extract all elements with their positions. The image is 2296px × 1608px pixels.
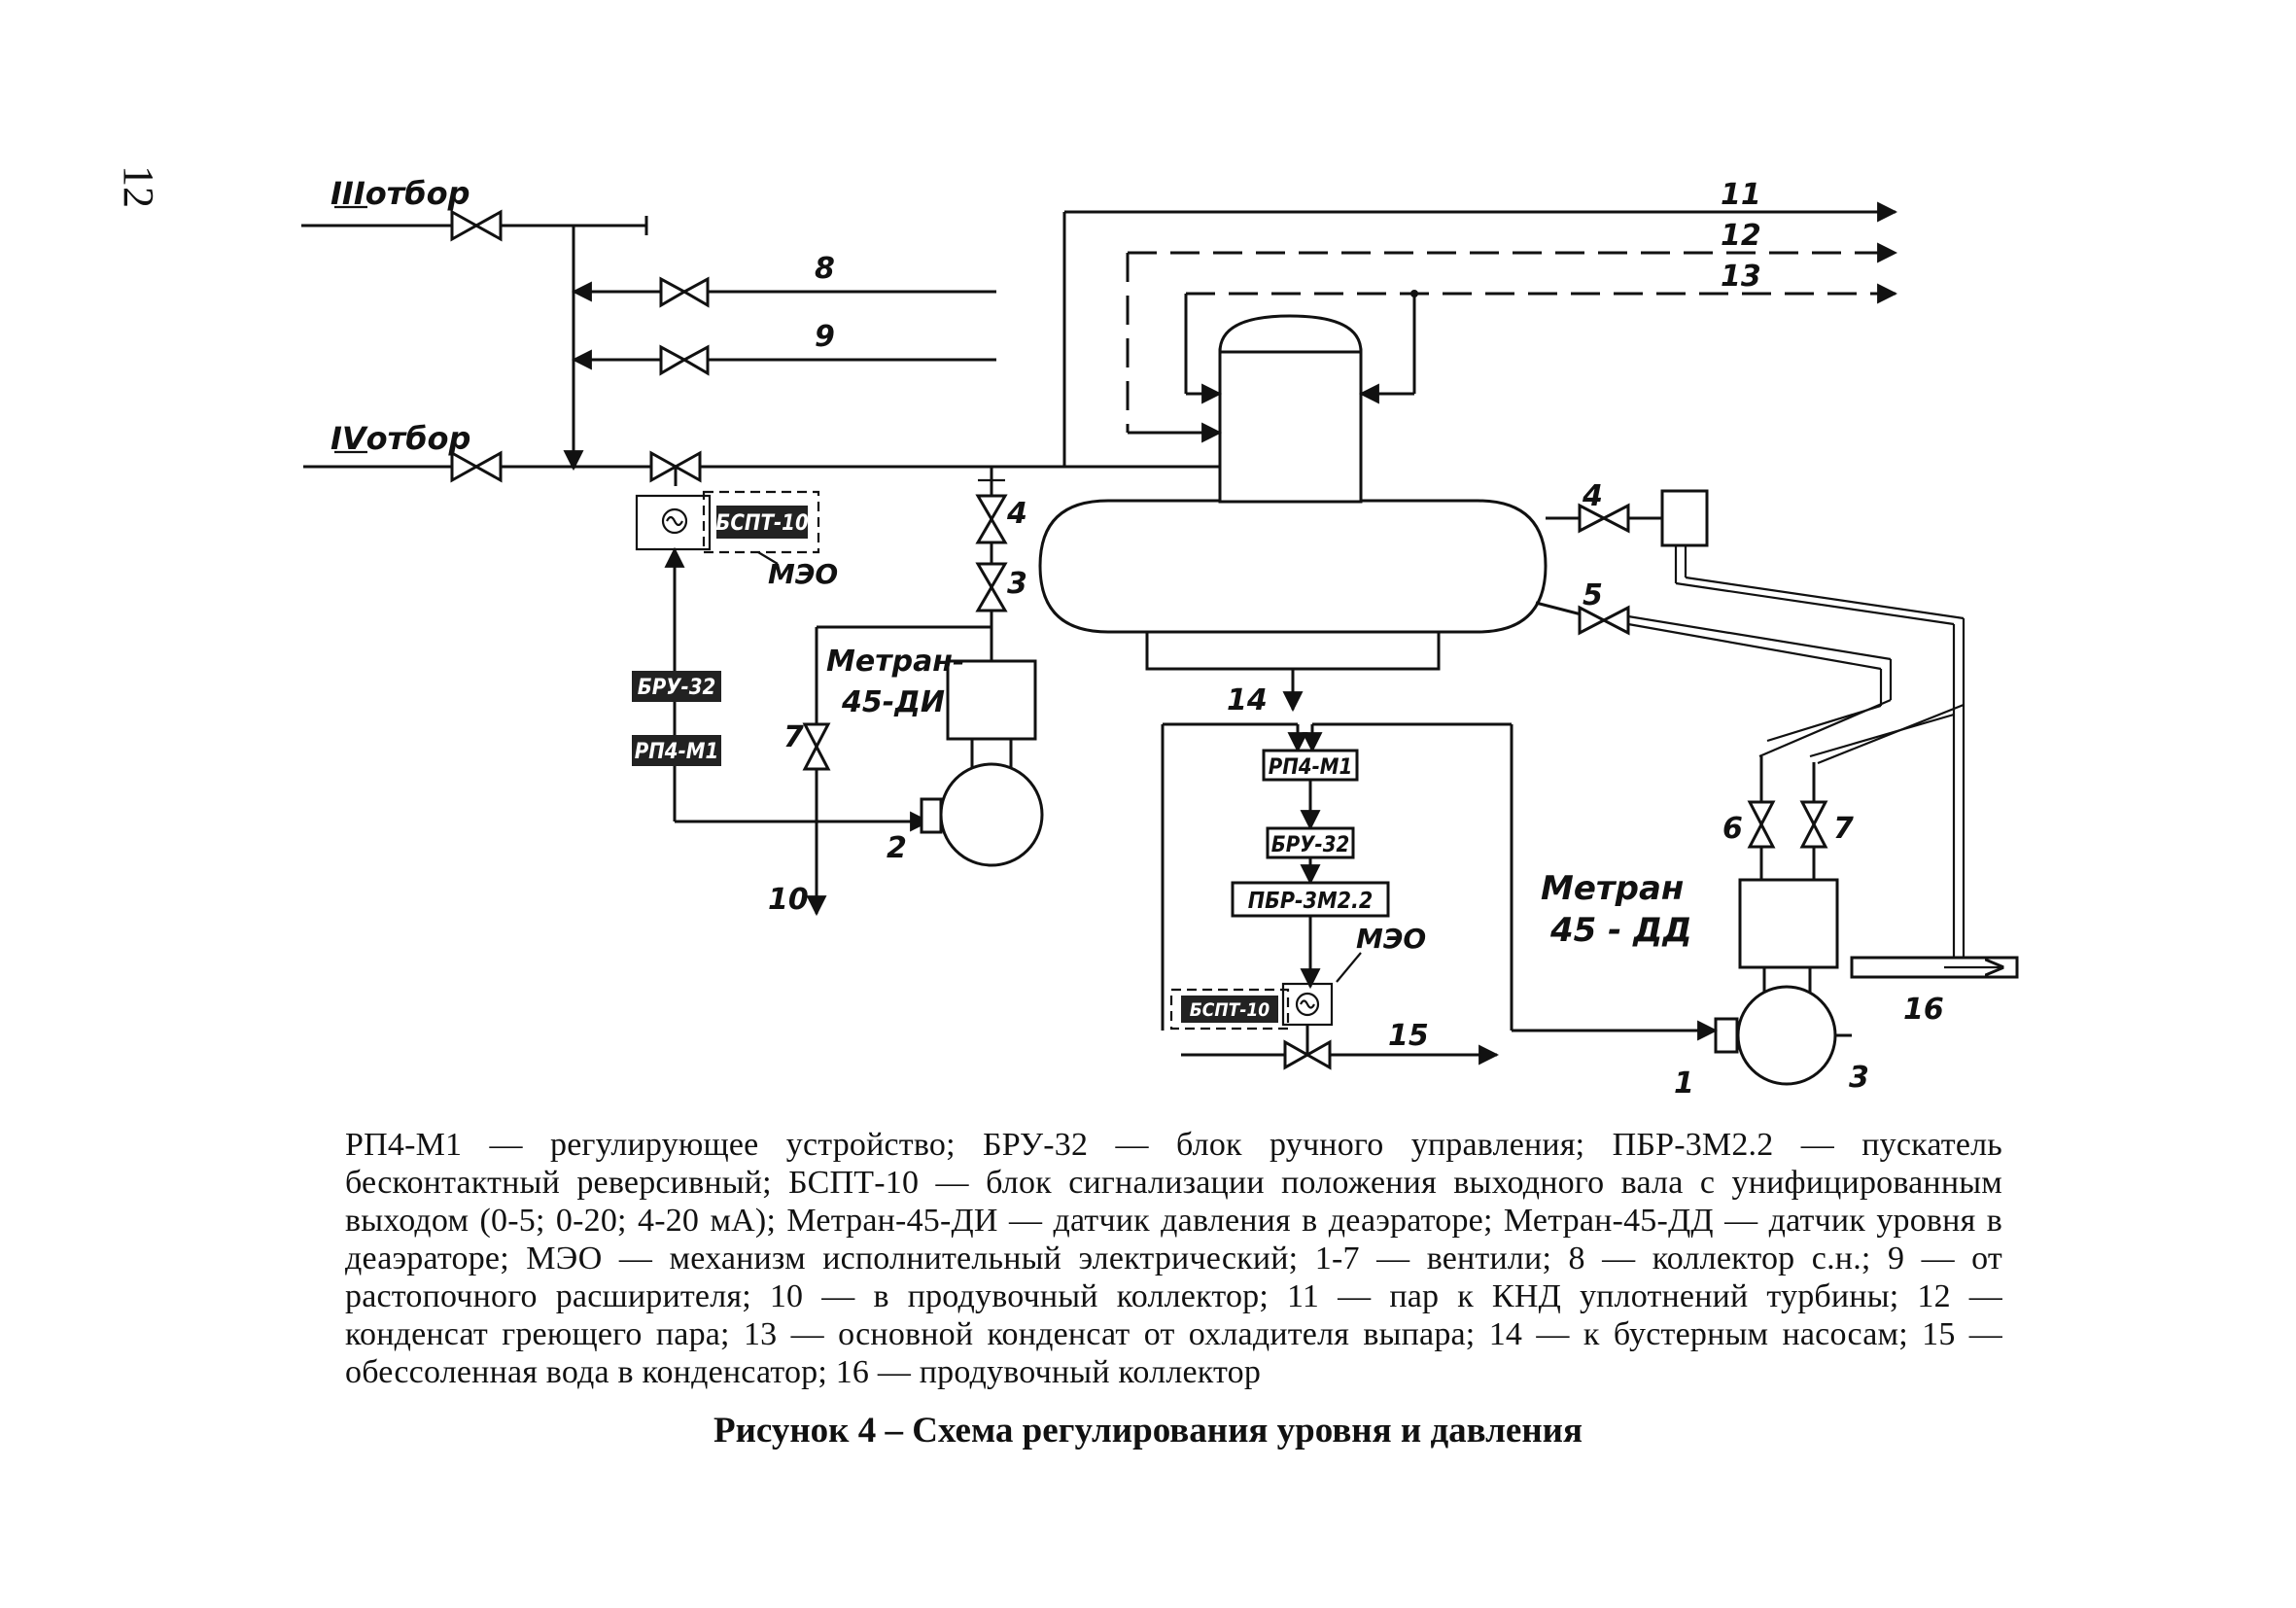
label-meo-center: МЭО xyxy=(1356,923,1426,955)
label-otbor4: IVотбор xyxy=(330,420,470,457)
label-14: 14 xyxy=(1227,683,1268,717)
label-16: 16 xyxy=(1903,993,1944,1027)
label-metran-dd-1: Метран xyxy=(1541,869,1684,908)
label-8: 8 xyxy=(815,252,835,286)
label-5: 5 xyxy=(1583,578,1603,612)
meo-actuator-left xyxy=(635,490,820,554)
valve-line8 xyxy=(659,276,710,308)
block-rp4-center: РП4-М1 xyxy=(1269,755,1353,780)
block-bru-left: БРУ-32 xyxy=(638,676,716,700)
label-7-di: 7 xyxy=(783,720,804,754)
control-valve-pressure xyxy=(649,450,702,486)
label-12: 12 xyxy=(1721,219,1761,253)
block-bspt-center: БСПТ-10 xyxy=(1190,999,1270,1021)
label-11: 11 xyxy=(1721,178,1761,212)
block-bspt-left: БСПТ-10 xyxy=(715,511,809,536)
label-10: 10 xyxy=(768,883,809,917)
label-metran-dd-2: 45 - ДД xyxy=(1549,911,1692,950)
label-4-dd: 4 xyxy=(1582,479,1603,513)
label-3-di: 3 xyxy=(1007,567,1027,601)
label-3-dd: 3 xyxy=(1849,1061,1869,1095)
valve-otbor3 xyxy=(450,209,503,242)
valve-line9 xyxy=(659,344,710,376)
blowdown-collector xyxy=(1850,956,2019,979)
label-6: 6 xyxy=(1722,812,1743,846)
label-1: 1 xyxy=(1674,1066,1694,1101)
label-7-dd: 7 xyxy=(1833,812,1854,846)
valve-otbor4 xyxy=(450,450,503,483)
block-rp4-left: РП4-М1 xyxy=(635,740,719,764)
level-impulse-lines xyxy=(1535,489,1966,958)
label-13: 13 xyxy=(1721,260,1761,294)
figure-caption: Рисунок 4 – Схема регулирования уровня и… xyxy=(713,1411,1583,1451)
block-pbr-center: ПБР-3М2.2 xyxy=(1248,889,1374,914)
label-otbor3: IIIотбор xyxy=(330,175,470,212)
label-metran-di-2: 45-ДИ xyxy=(841,685,945,719)
block-bru-center: БРУ-32 xyxy=(1271,833,1350,857)
label-4-di: 4 xyxy=(1006,497,1027,531)
label-15: 15 xyxy=(1388,1019,1429,1053)
legend-text: РП4-М1 — регулирующее устройство; БРУ-32… xyxy=(345,1127,2002,1390)
deaerator-vessel xyxy=(1038,314,1548,671)
deaerator-control-diagram: IIIотбор IVотбор 8 9 БСПТ-10 МЭО БРУ-32 … xyxy=(301,175,2019,1101)
label-metran-di-1: Метран- xyxy=(826,645,965,679)
metran-45-dd xyxy=(1714,878,1852,1086)
label-9: 9 xyxy=(815,320,835,354)
metran-45-di xyxy=(802,467,1044,917)
label-2: 2 xyxy=(887,831,907,865)
label-meo-left: МЭО xyxy=(768,558,838,590)
